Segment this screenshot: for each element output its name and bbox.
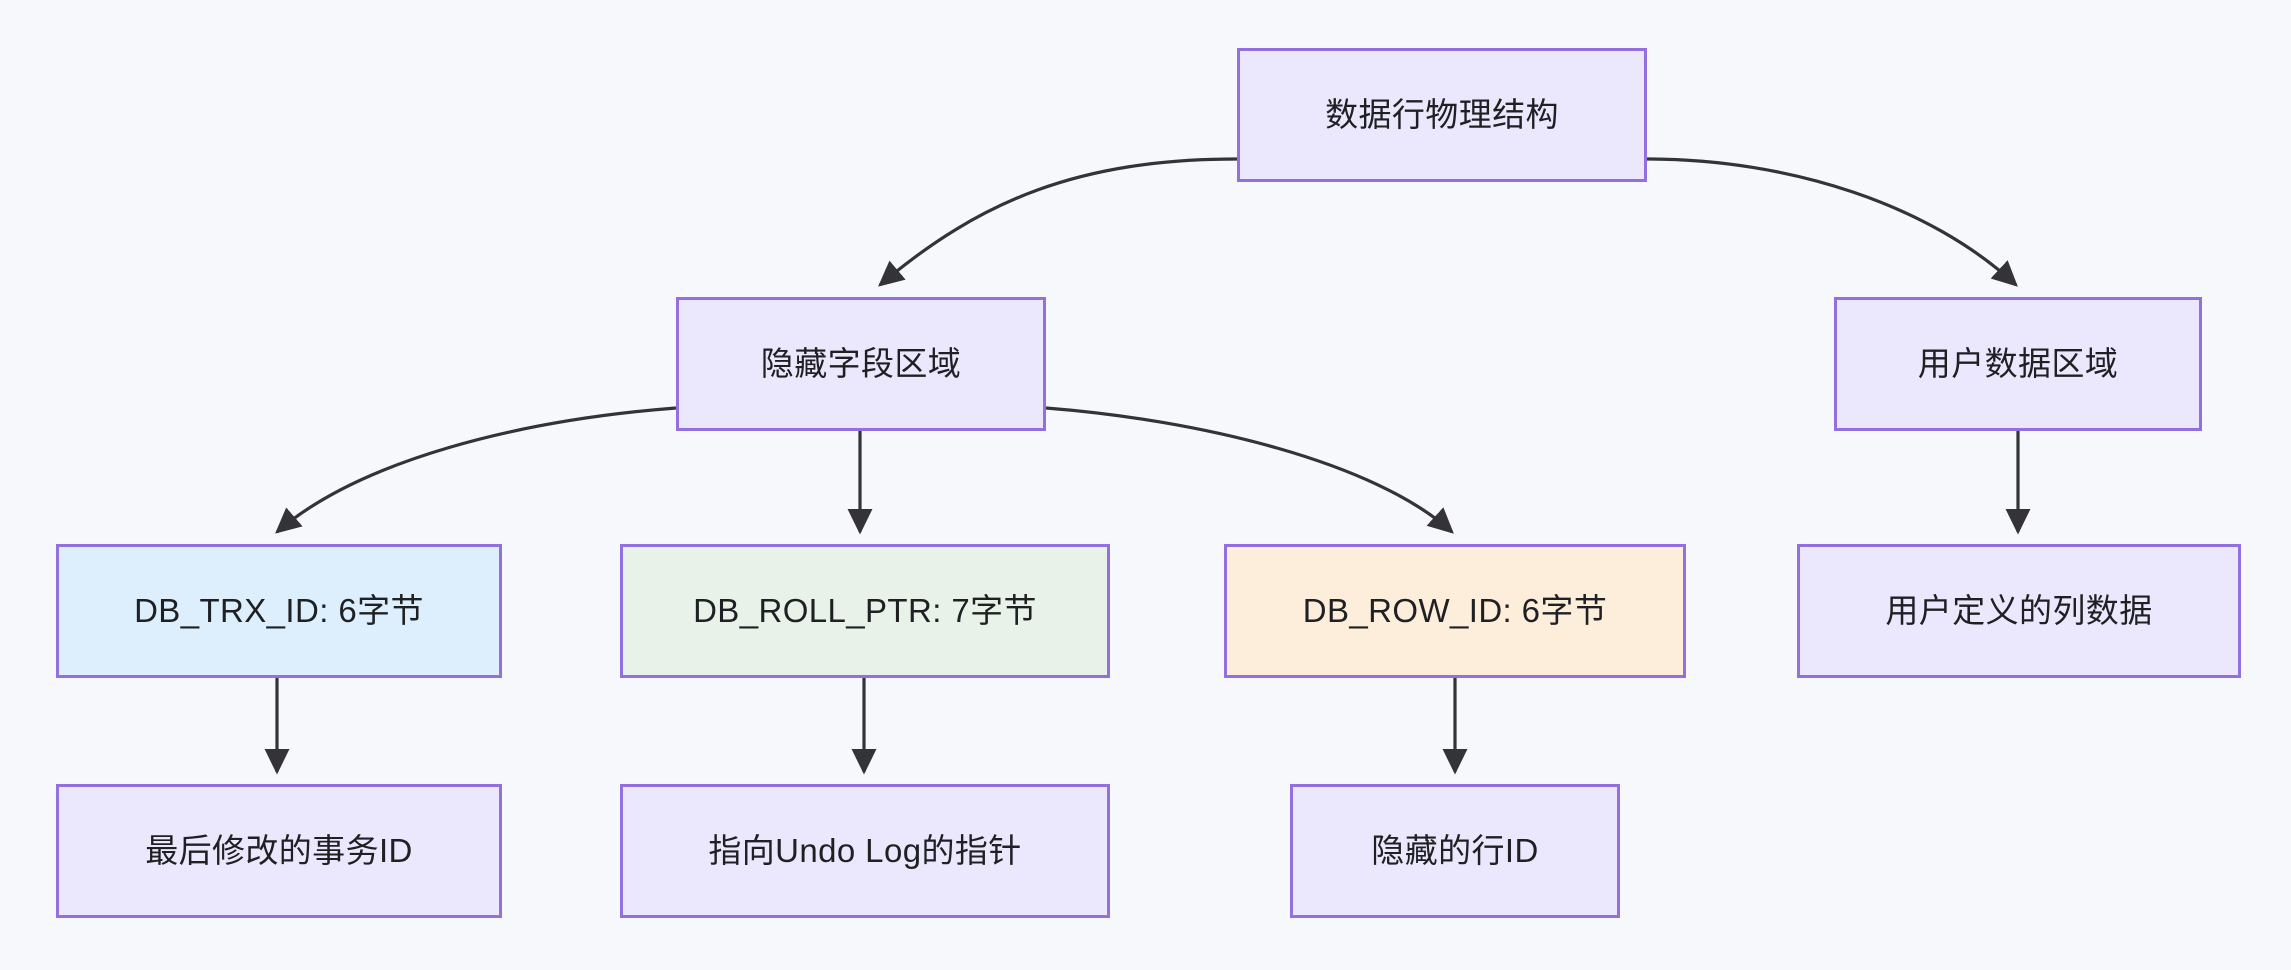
edge-root-to-hidden_area	[878, 157, 1238, 287]
node-hidden_area[interactable]: 隐藏字段区域	[676, 297, 1046, 431]
node-db_row_id[interactable]: DB_ROW_ID: 6字节	[1224, 544, 1686, 678]
node-user_area[interactable]: 用户数据区域	[1834, 297, 2202, 431]
node-label-db_trx_id: DB_TRX_ID: 6字节	[134, 592, 424, 630]
edges-group	[264, 157, 2031, 775]
node-label-db_roll_ptr: DB_ROLL_PTR: 7字节	[693, 592, 1037, 630]
node-label-undo_pointer: 指向Undo Log的指针	[708, 832, 1022, 870]
node-label-last_trx_id: 最后修改的事务ID	[145, 832, 413, 870]
node-label-user_columns: 用户定义的列数据	[1885, 592, 2153, 630]
edge-hidden_area-to-db_trx_id	[275, 406, 677, 534]
node-label-db_row_id: DB_ROW_ID: 6字节	[1302, 592, 1608, 630]
node-last_trx_id[interactable]: 最后修改的事务ID	[56, 784, 502, 918]
node-label-root: 数据行物理结构	[1325, 96, 1559, 134]
node-db_trx_id[interactable]: DB_TRX_ID: 6字节	[56, 544, 502, 678]
node-undo_pointer[interactable]: 指向Undo Log的指针	[620, 784, 1110, 918]
node-db_roll_ptr[interactable]: DB_ROLL_PTR: 7字节	[620, 544, 1110, 678]
node-user_columns[interactable]: 用户定义的列数据	[1797, 544, 2241, 678]
node-root[interactable]: 数据行物理结构	[1237, 48, 1647, 182]
node-label-hidden_row_id: 隐藏的行ID	[1371, 832, 1539, 870]
edge-hidden_area-to-db_row_id	[1045, 406, 1454, 534]
edge-root-to-user_area	[1646, 157, 2018, 287]
node-label-user_area: 用户数据区域	[1917, 345, 2119, 383]
node-label-hidden_area: 隐藏字段区域	[760, 345, 962, 383]
node-hidden_row_id[interactable]: 隐藏的行ID	[1290, 784, 1620, 918]
